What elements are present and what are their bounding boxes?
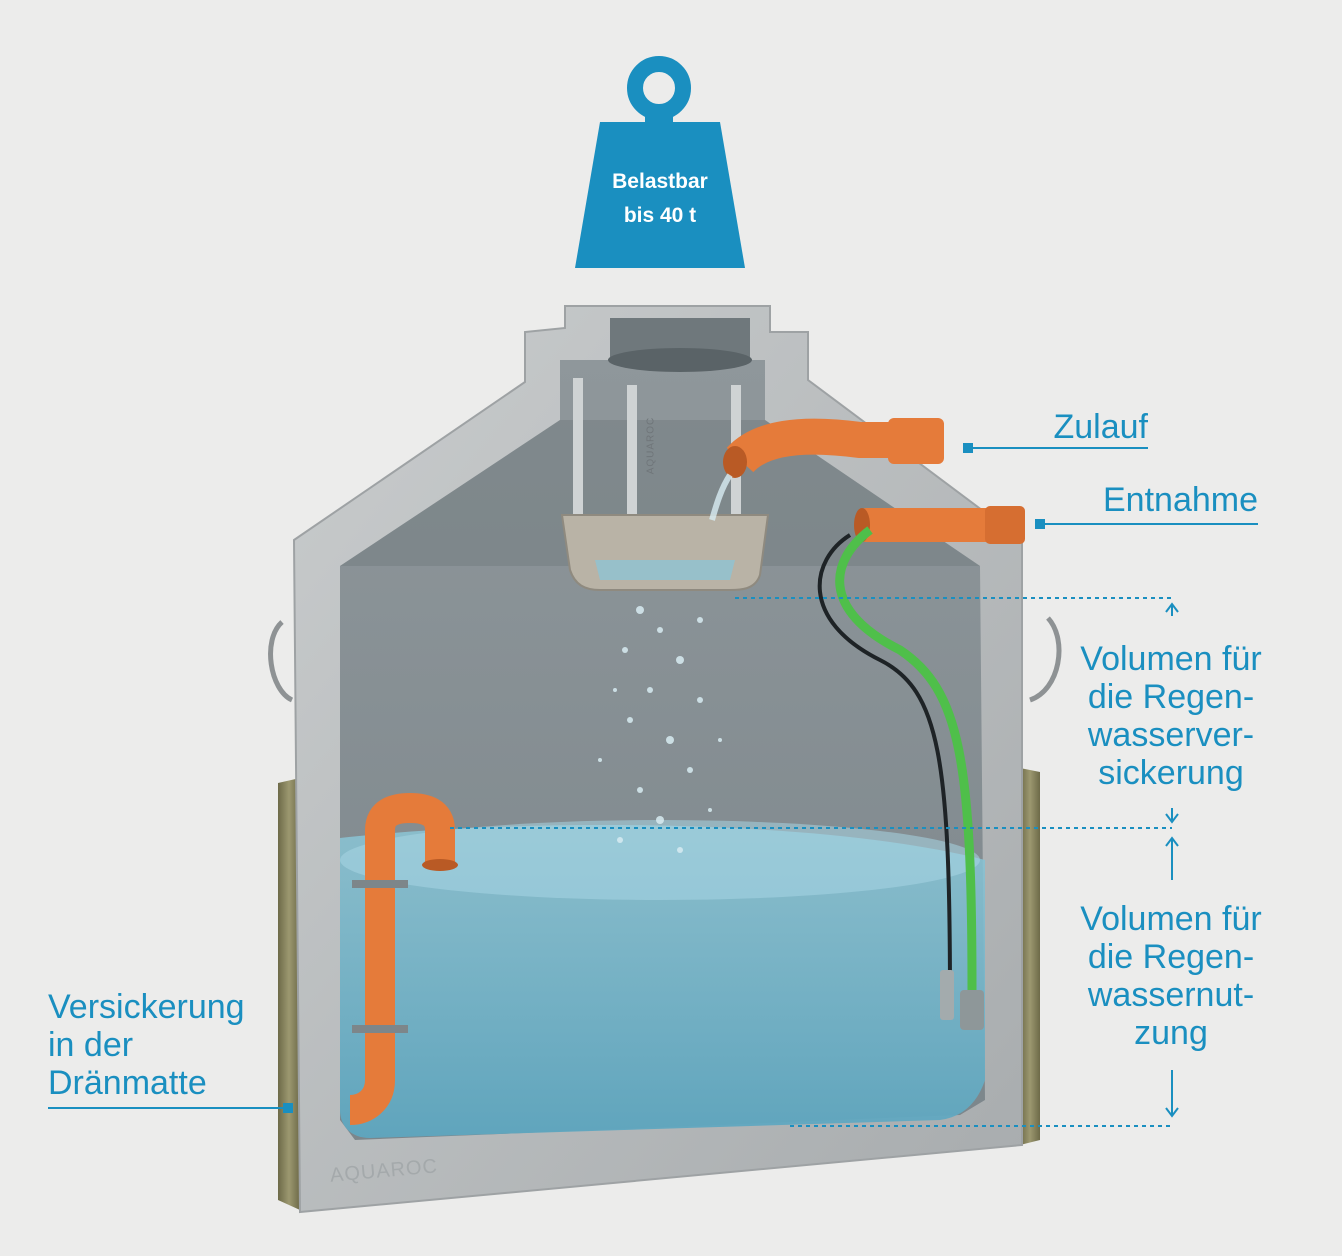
- inlet-label: Zulauf: [940, 408, 1148, 446]
- strap-logo: AQUAROC: [645, 417, 656, 475]
- manhole-opening: [608, 318, 752, 372]
- usage-volume-line: zung: [1050, 1014, 1292, 1052]
- weight-label-line2: bis 40 t: [575, 199, 745, 233]
- usage-volume-line: die Regen-: [1050, 938, 1292, 976]
- infiltration-volume-line: wasserver-: [1050, 716, 1292, 754]
- lifting-handle-left: [271, 622, 292, 700]
- weight-label-line1: Belastbar: [575, 165, 745, 199]
- infiltration-volume-label: Volumen für die Regen- wasserver- sicker…: [1050, 640, 1292, 792]
- outlet-label: Entnahme: [1040, 481, 1258, 519]
- drain-mat-label: Versickerung in der Dränmatte: [48, 988, 288, 1102]
- infiltration-volume-line: die Regen-: [1050, 678, 1292, 716]
- drain-mat-line: in der: [48, 1026, 288, 1064]
- outlet-pipe: [854, 506, 1025, 544]
- drain-mat-line: Dränmatte: [48, 1064, 288, 1102]
- infiltration-volume-line: sickerung: [1050, 754, 1292, 792]
- weight-label: Belastbar bis 40 t: [575, 165, 745, 233]
- infiltration-volume-line: Volumen für: [1050, 640, 1292, 678]
- usage-volume-line: wassernut-: [1050, 976, 1292, 1014]
- drain-mat-line: Versickerung: [48, 988, 288, 1026]
- usage-volume-label: Volumen für die Regen- wassernut- zung: [1050, 900, 1292, 1052]
- usage-volume-line: Volumen für: [1050, 900, 1292, 938]
